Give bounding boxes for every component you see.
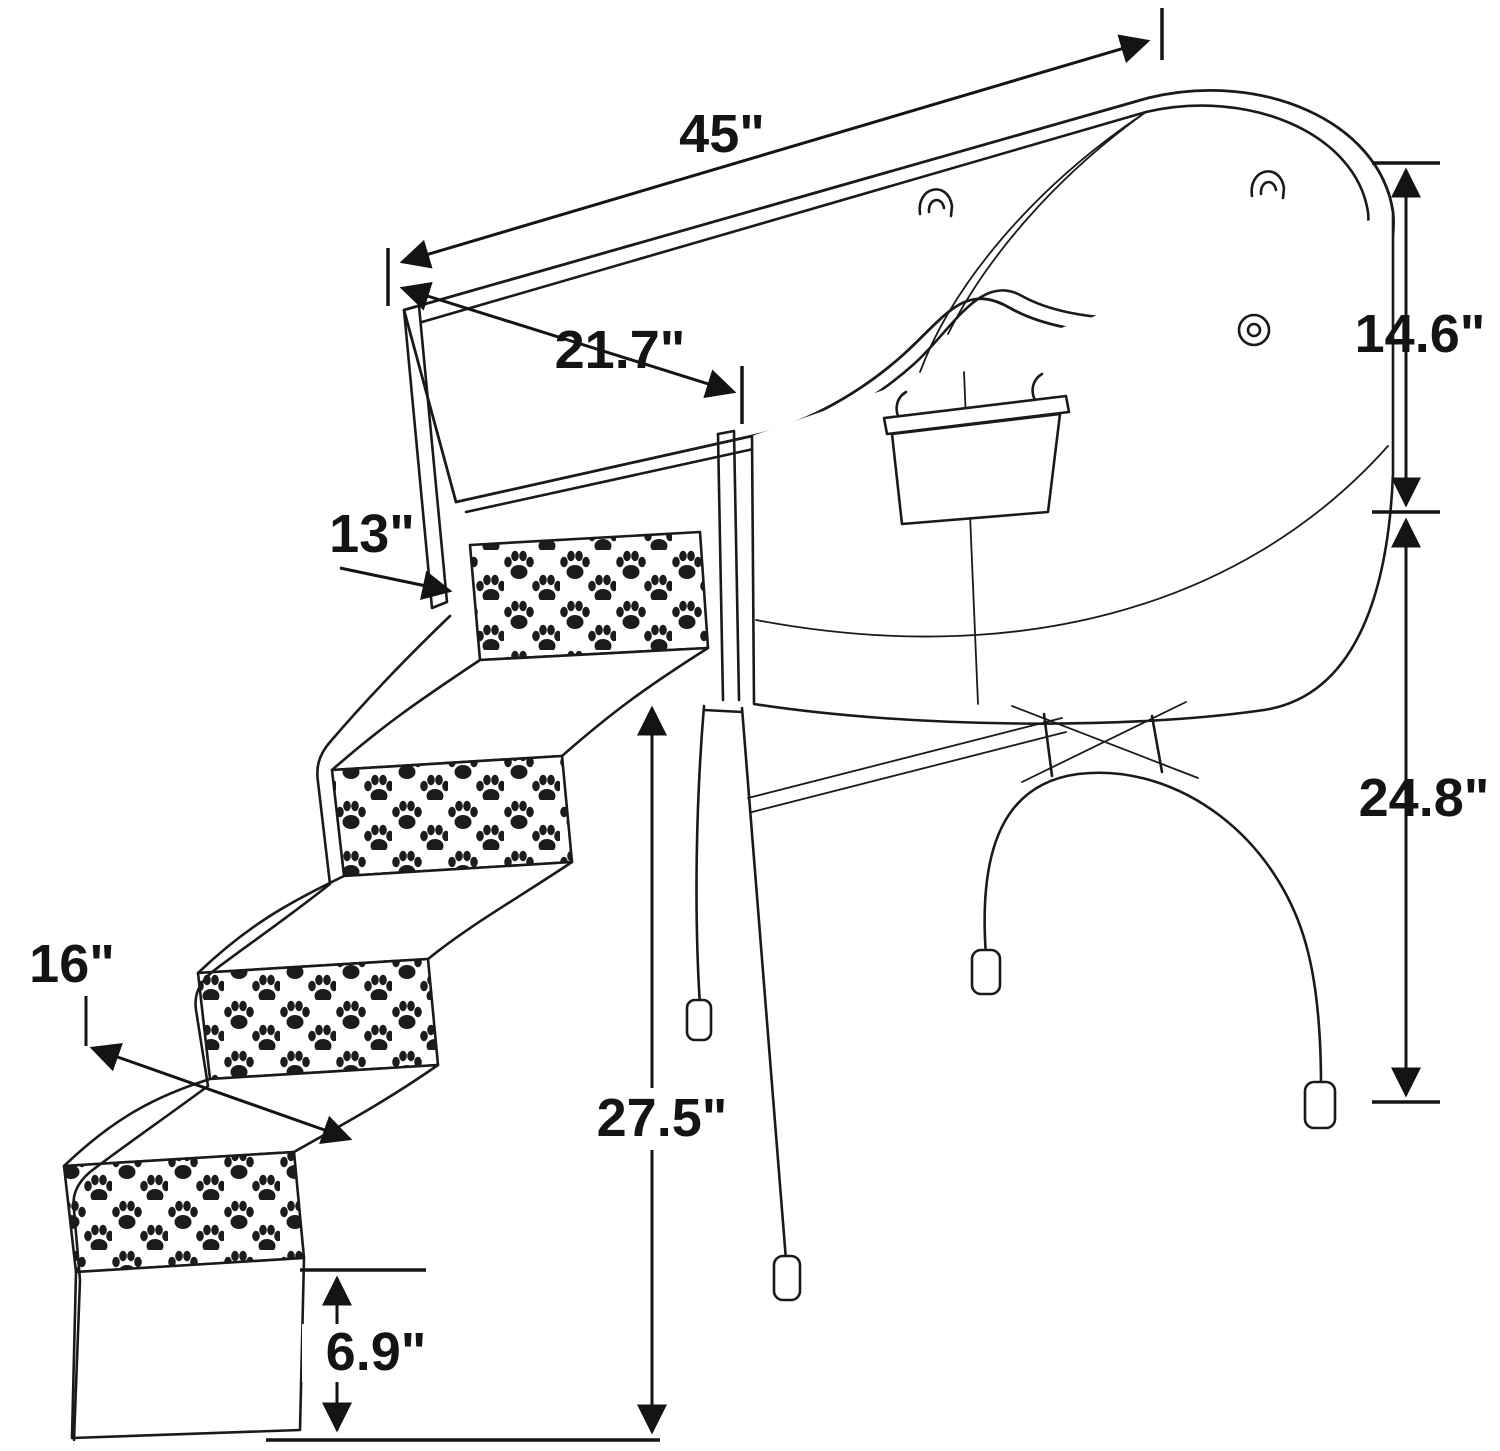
- right-leg-brace-x2: [1021, 701, 1187, 783]
- tub-body-outline: [750, 210, 1395, 725]
- folding-legs: [685, 701, 1337, 1302]
- right-foot-inner: [970, 948, 1002, 996]
- left-foot-front: [772, 1254, 802, 1302]
- dim-27-5: 27.5": [570, 705, 754, 1435]
- dim-21-7: 21.7": [399, 281, 744, 424]
- dim-16-label: 16": [29, 934, 115, 994]
- step-1-tread: [330, 754, 574, 878]
- tub-body-fill: [752, 212, 1393, 724]
- left-leg-back: [695, 704, 706, 1008]
- step-3-tread: [62, 1150, 306, 1274]
- accessory-basket: [882, 372, 1071, 526]
- left-leg-front: [740, 706, 788, 1262]
- drain-knob: [1237, 313, 1271, 347]
- rim-hook-right: [1250, 170, 1286, 200]
- paw-print-stairs: [62, 530, 710, 1442]
- left-leg-crossbar: [702, 708, 744, 714]
- dim-16: 16": [29, 934, 353, 1144]
- dim-24-8-label: 24.8": [1359, 768, 1490, 828]
- dim-45: 45": [386, 8, 1164, 306]
- right-leg-stub-1: [1042, 712, 1054, 778]
- left-foot-back: [685, 998, 713, 1042]
- dim-6-9-label: 6.9": [326, 1322, 427, 1382]
- dim-27-5-label: 27.5": [597, 1088, 728, 1148]
- tub-entry-walls: [402, 304, 741, 702]
- stair-left-rail: [72, 614, 452, 1442]
- tub-slipper-seam: [755, 445, 1389, 638]
- riser-2: [196, 860, 574, 975]
- step-2-tread: [196, 957, 440, 1081]
- bottom-step-front: [70, 1256, 306, 1440]
- dim-14-6-label: 14.6": [1355, 304, 1486, 364]
- dim-14-6: 14.6": [1355, 161, 1486, 514]
- dimension-annotations: 45" 21.7" 13" 16" 14.6": [29, 8, 1490, 1442]
- dim-45-label: 45": [679, 104, 765, 164]
- dim-24-8: 24.8": [1359, 517, 1490, 1104]
- dim-6-9: 6.9": [300, 1268, 450, 1433]
- dim-21-7-label: 21.7": [555, 320, 686, 380]
- basket-rim: [882, 394, 1071, 436]
- platform-tread: [468, 530, 710, 662]
- dim-13-label: 13": [329, 504, 415, 564]
- leg-brace-1: [747, 717, 1063, 799]
- dim-13: 13": [329, 504, 453, 601]
- basket-body: [890, 412, 1062, 526]
- right-foot-outer: [1303, 1080, 1337, 1130]
- leg-brace-2: [751, 731, 1067, 813]
- right-leg-arch: [983, 771, 1323, 1088]
